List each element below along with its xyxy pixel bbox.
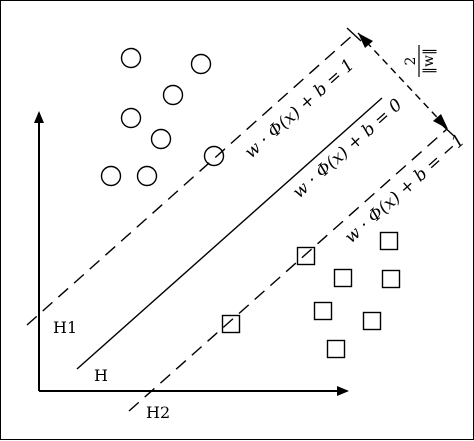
label-h1: H1: [53, 318, 77, 337]
margin-numerator: 2: [403, 57, 419, 66]
hyperplanes: [26, 33, 448, 412]
square-point: [326, 339, 346, 359]
square-point: [333, 268, 353, 288]
support-vector-square: [296, 246, 316, 266]
margin-tick-upper: [346, 27, 362, 42]
support-vector-square: [221, 314, 241, 334]
class-square-points: [221, 231, 401, 359]
margin-arrowhead-upper: [358, 33, 373, 48]
circle-point: [136, 165, 158, 187]
circle-point: [100, 165, 122, 187]
circle-point: [120, 107, 142, 129]
margin-fraction: 2 ‖w‖: [403, 45, 437, 77]
support-vector-circle: [203, 145, 225, 167]
margin-double-arrow: [357, 32, 449, 130]
axes: [34, 111, 349, 396]
margin-hyperplane-h2: [128, 128, 448, 412]
margin-hyperplane-h1: [26, 33, 355, 326]
square-point: [362, 311, 382, 331]
label-h: H: [94, 366, 108, 385]
class-circle-points: [100, 47, 225, 187]
margin-denominator: ‖w‖: [421, 48, 437, 74]
margin-indicator: 2 ‖w‖: [346, 27, 455, 137]
circle-point: [162, 84, 184, 106]
label-h2: H2: [146, 403, 170, 422]
separating-hyperplane-h: [76, 97, 383, 370]
square-point: [379, 231, 399, 251]
margin-arrowhead-lower: [433, 114, 448, 129]
circle-point: [190, 53, 212, 75]
square-point: [381, 269, 401, 289]
circle-point: [120, 47, 142, 69]
square-point: [313, 301, 333, 321]
circle-point: [150, 128, 172, 150]
